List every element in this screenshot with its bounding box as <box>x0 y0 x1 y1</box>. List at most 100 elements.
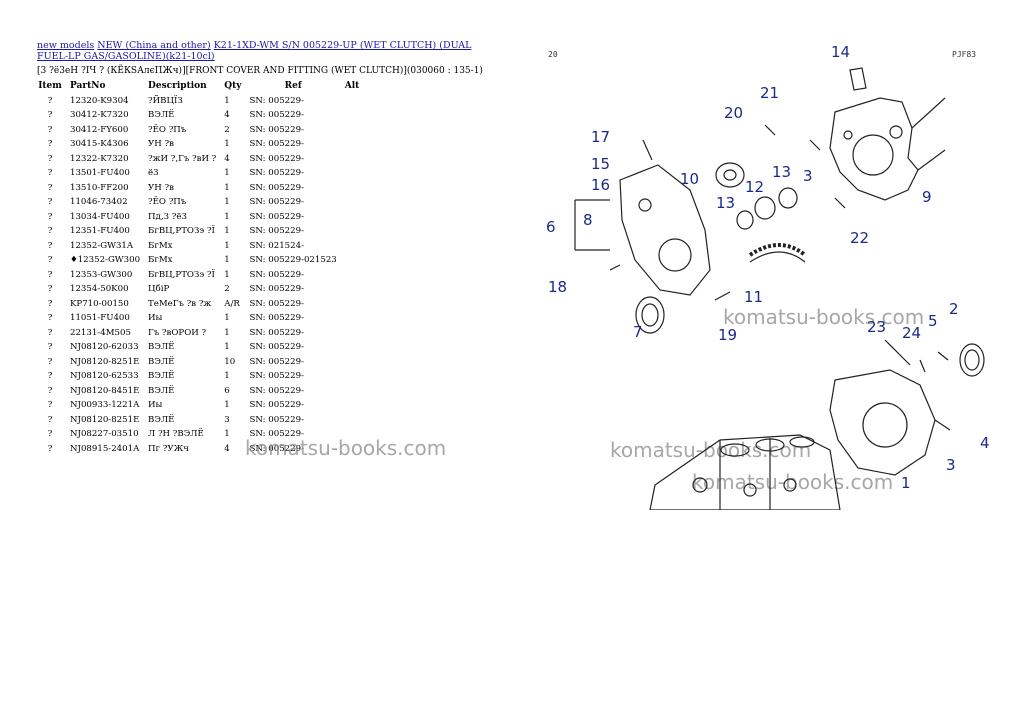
cell-qty: 1 <box>224 182 230 193</box>
cell-qty: 10 <box>224 356 236 367</box>
cell-alt <box>341 413 409 428</box>
cell-ref: SN: 005229- <box>249 168 304 178</box>
cell-alt <box>341 94 409 109</box>
cell-partno: 30415-K4306 <box>70 139 129 149</box>
breadcrumb-link-new-china[interactable]: NEW (China and other) <box>97 40 211 51</box>
header-item: Item <box>38 81 62 91</box>
cell-description: ВЭЛЁ <box>148 356 175 367</box>
cell-qty: 1 <box>224 240 230 251</box>
cell-description: Иы <box>148 400 163 410</box>
cell-item: ? <box>47 255 53 265</box>
cell-item: ? <box>47 313 53 323</box>
cell-item: ? <box>47 240 53 251</box>
header-partno: PartNo <box>70 81 106 91</box>
cell-item: ? <box>47 327 53 338</box>
cell-qty: 1 <box>224 327 230 338</box>
page-code-left: 20 <box>548 50 558 59</box>
cell-qty: 3 <box>224 414 230 425</box>
cell-partno: 12351-FU400 <box>70 226 130 236</box>
table-row: ? NJ08120-62533 ВЭЛЁ 1 SN: 005229- <box>34 369 409 384</box>
header-description: Description <box>148 81 207 91</box>
front-cover-shape <box>829 97 919 201</box>
cell-qty: 1 <box>224 269 230 280</box>
cell-ref: SN: 005229- <box>249 139 304 149</box>
callout-19: 19 <box>718 326 737 344</box>
cell-item: ? <box>47 429 53 439</box>
cell-ref: SN: 021524- <box>249 240 304 251</box>
cell-item: ? <box>47 356 53 367</box>
cell-description: Пг ?УЖч <box>148 443 189 454</box>
callout-17: 17 <box>591 128 610 146</box>
cell-alt <box>341 224 409 239</box>
callout-15: 15 <box>591 155 610 173</box>
breadcrumb-link-new-models[interactable]: new models <box>37 40 95 51</box>
cell-description: ВЭЛЁ <box>148 342 175 352</box>
cell-ref: SN: 005229- <box>249 197 304 207</box>
cell-description: БгВЦ,РТОЗэ ?Ї <box>148 269 215 280</box>
cell-description: ВЭЛЁ <box>148 371 175 381</box>
cell-item: ? <box>47 400 53 410</box>
cell-qty: 2 <box>224 124 230 135</box>
page-code-right: PJF83 <box>952 50 976 59</box>
cell-partno: 13510-FF200 <box>70 182 129 193</box>
cell-ref: SN: 005229- <box>249 385 304 396</box>
cell-ref: SN: 005229- <box>249 313 304 323</box>
cell-partno: NJ08120-62533 <box>70 371 139 381</box>
callout-5: 5 <box>928 312 938 330</box>
cell-item: ? <box>47 139 53 149</box>
cell-partno: 11046-73402 <box>70 197 128 207</box>
cell-alt <box>341 282 409 297</box>
cell-ref: SN: 005229- <box>249 110 304 120</box>
upper-cover-assembly <box>574 67 946 334</box>
callout-3b: 3 <box>946 456 956 474</box>
breadcrumb-link-model[interactable]: K21-1XD-WM S/N 005229-UP (WET CLUTCH) (D… <box>37 40 472 62</box>
cell-qty: 1 <box>224 168 230 178</box>
cell-alt <box>341 123 409 138</box>
cell-qty: 1 <box>224 342 230 352</box>
cell-qty: 4 <box>224 110 230 120</box>
cell-item: ? <box>47 153 53 164</box>
cell-qty: 4 <box>224 443 230 454</box>
cell-item: ? <box>47 371 53 381</box>
callout-3: 3 <box>803 167 813 185</box>
cell-item: ? <box>47 95 53 106</box>
gear-case-shape <box>619 164 711 296</box>
cell-description: ВЭЛЁ <box>148 385 175 396</box>
callout-13: 13 <box>772 163 791 181</box>
cell-item: ? <box>47 124 53 135</box>
cell-partno: 12354-50K00 <box>70 284 129 294</box>
cell-ref: SN: 005229- <box>249 371 304 381</box>
cell-qty: 4 <box>224 153 230 164</box>
chain-11 <box>748 243 807 257</box>
breadcrumb: new models NEW (China and other) K21-1XD… <box>37 40 487 62</box>
cell-qty: 1 <box>224 211 230 222</box>
cell-description: ё3 <box>148 168 159 178</box>
cell-description: ?жИ ?,Гъ ?вИ ? <box>148 153 217 164</box>
cell-alt <box>341 384 409 399</box>
cell-ref: SN: 005229- <box>249 226 304 236</box>
cell-partno: 11051-FU400 <box>70 313 130 323</box>
callout-10: 10 <box>680 170 699 188</box>
cell-qty: 1 <box>224 371 230 381</box>
cell-qty: A/R <box>224 298 240 309</box>
cell-partno: NJ08120-8251E <box>70 414 140 425</box>
callout-2: 2 <box>949 300 959 318</box>
cell-qty: 1 <box>224 313 230 323</box>
cell-partno: NJ08120-8451E <box>70 385 140 396</box>
cell-qty: 1 <box>224 95 230 106</box>
cell-partno: 12352-GW31A <box>70 240 134 251</box>
callout-4: 4 <box>980 434 990 452</box>
header-qty: Qty <box>224 81 242 91</box>
cell-description: Л ?Н ?ВЭЛЁ <box>148 429 204 439</box>
